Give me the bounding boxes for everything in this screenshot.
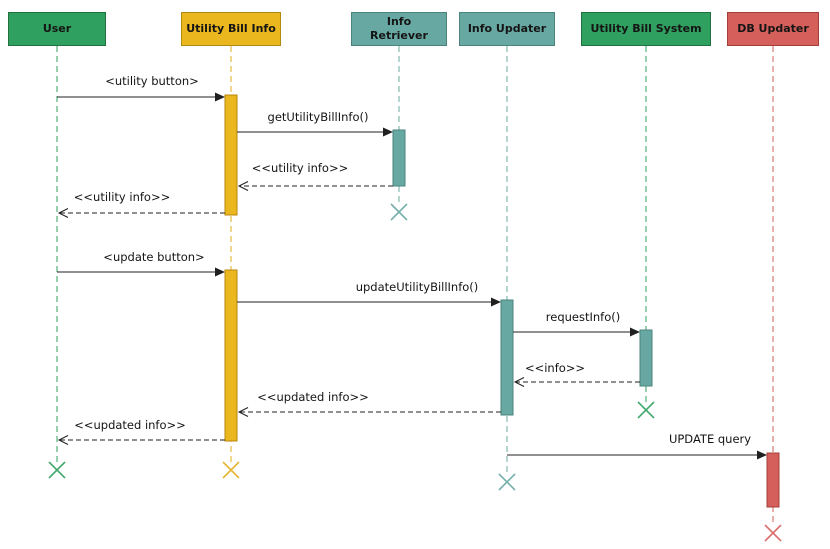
activation-utility-bill-info-2 [224, 269, 238, 442]
message-label-return-info: <<info>> [524, 361, 586, 375]
message-label-utility-button: <utility button> [105, 74, 199, 88]
destroy-cross-info-retriever [390, 203, 408, 221]
participant-user: User [8, 12, 106, 46]
activation-utility-bill-system [639, 329, 653, 387]
participant-info-retriever-label: Info Retriever [370, 15, 428, 42]
message-arrow-update-query [507, 450, 767, 460]
message-arrow-return-updated-info-1 [237, 407, 501, 417]
message-arrow-getutilitybillinfo [237, 127, 393, 137]
participant-info-retriever: Info Retriever [351, 12, 447, 46]
message-label-updateutilitybillinfo: updateUtilityBillInfo() [355, 280, 479, 294]
participant-db-updater: DB Updater [727, 12, 819, 46]
activation-info-retriever [392, 129, 406, 187]
participant-user-label: User [42, 22, 72, 36]
message-label-return-updated-info-2: <<updated info>> [74, 418, 186, 432]
message-arrow-update-button [57, 267, 225, 277]
participant-utility-bill-info: Utility Bill Info [181, 12, 281, 46]
participant-db-updater-label: DB Updater [737, 22, 809, 36]
destroy-cross-user [48, 461, 66, 479]
destroy-cross-utility-bill-info [222, 461, 240, 479]
participant-utility-bill-system: Utility Bill System [581, 12, 711, 46]
message-arrow-return-utility-info-1 [237, 181, 393, 191]
destroy-cross-info-updater [498, 473, 516, 491]
message-arrow-return-updated-info-2 [57, 435, 225, 445]
destroy-cross-utility-bill-system [637, 401, 655, 419]
participant-utility-bill-system-label: Utility Bill System [590, 22, 702, 36]
activation-info-updater [500, 299, 514, 416]
activation-db-updater [766, 452, 780, 508]
activation-utility-bill-info-1 [224, 94, 238, 216]
message-arrow-updateutilitybillinfo [237, 297, 501, 307]
destroy-cross-db-updater [764, 524, 782, 542]
message-label-return-utility-info-1: <<utility info>> [251, 161, 349, 175]
message-arrow-utility-button [57, 92, 225, 102]
message-label-return-utility-info-2: <<utility info>> [73, 190, 171, 204]
message-arrow-return-info [513, 377, 640, 387]
message-arrow-requestinfo [513, 327, 640, 337]
message-label-requestinfo: requestInfo() [545, 310, 621, 324]
participant-utility-bill-info-label: Utility Bill Info [186, 22, 276, 36]
message-arrow-return-utility-info-2 [57, 208, 225, 218]
message-label-getutilitybillinfo: getUtilityBillInfo() [267, 110, 369, 124]
message-label-return-updated-info-1: <<updated info>> [257, 390, 369, 404]
message-label-update-button: <update button> [103, 250, 205, 264]
participant-info-updater: Info Updater [459, 12, 555, 46]
message-label-update-query: UPDATE query [668, 432, 752, 446]
participant-info-updater-label: Info Updater [467, 22, 547, 36]
